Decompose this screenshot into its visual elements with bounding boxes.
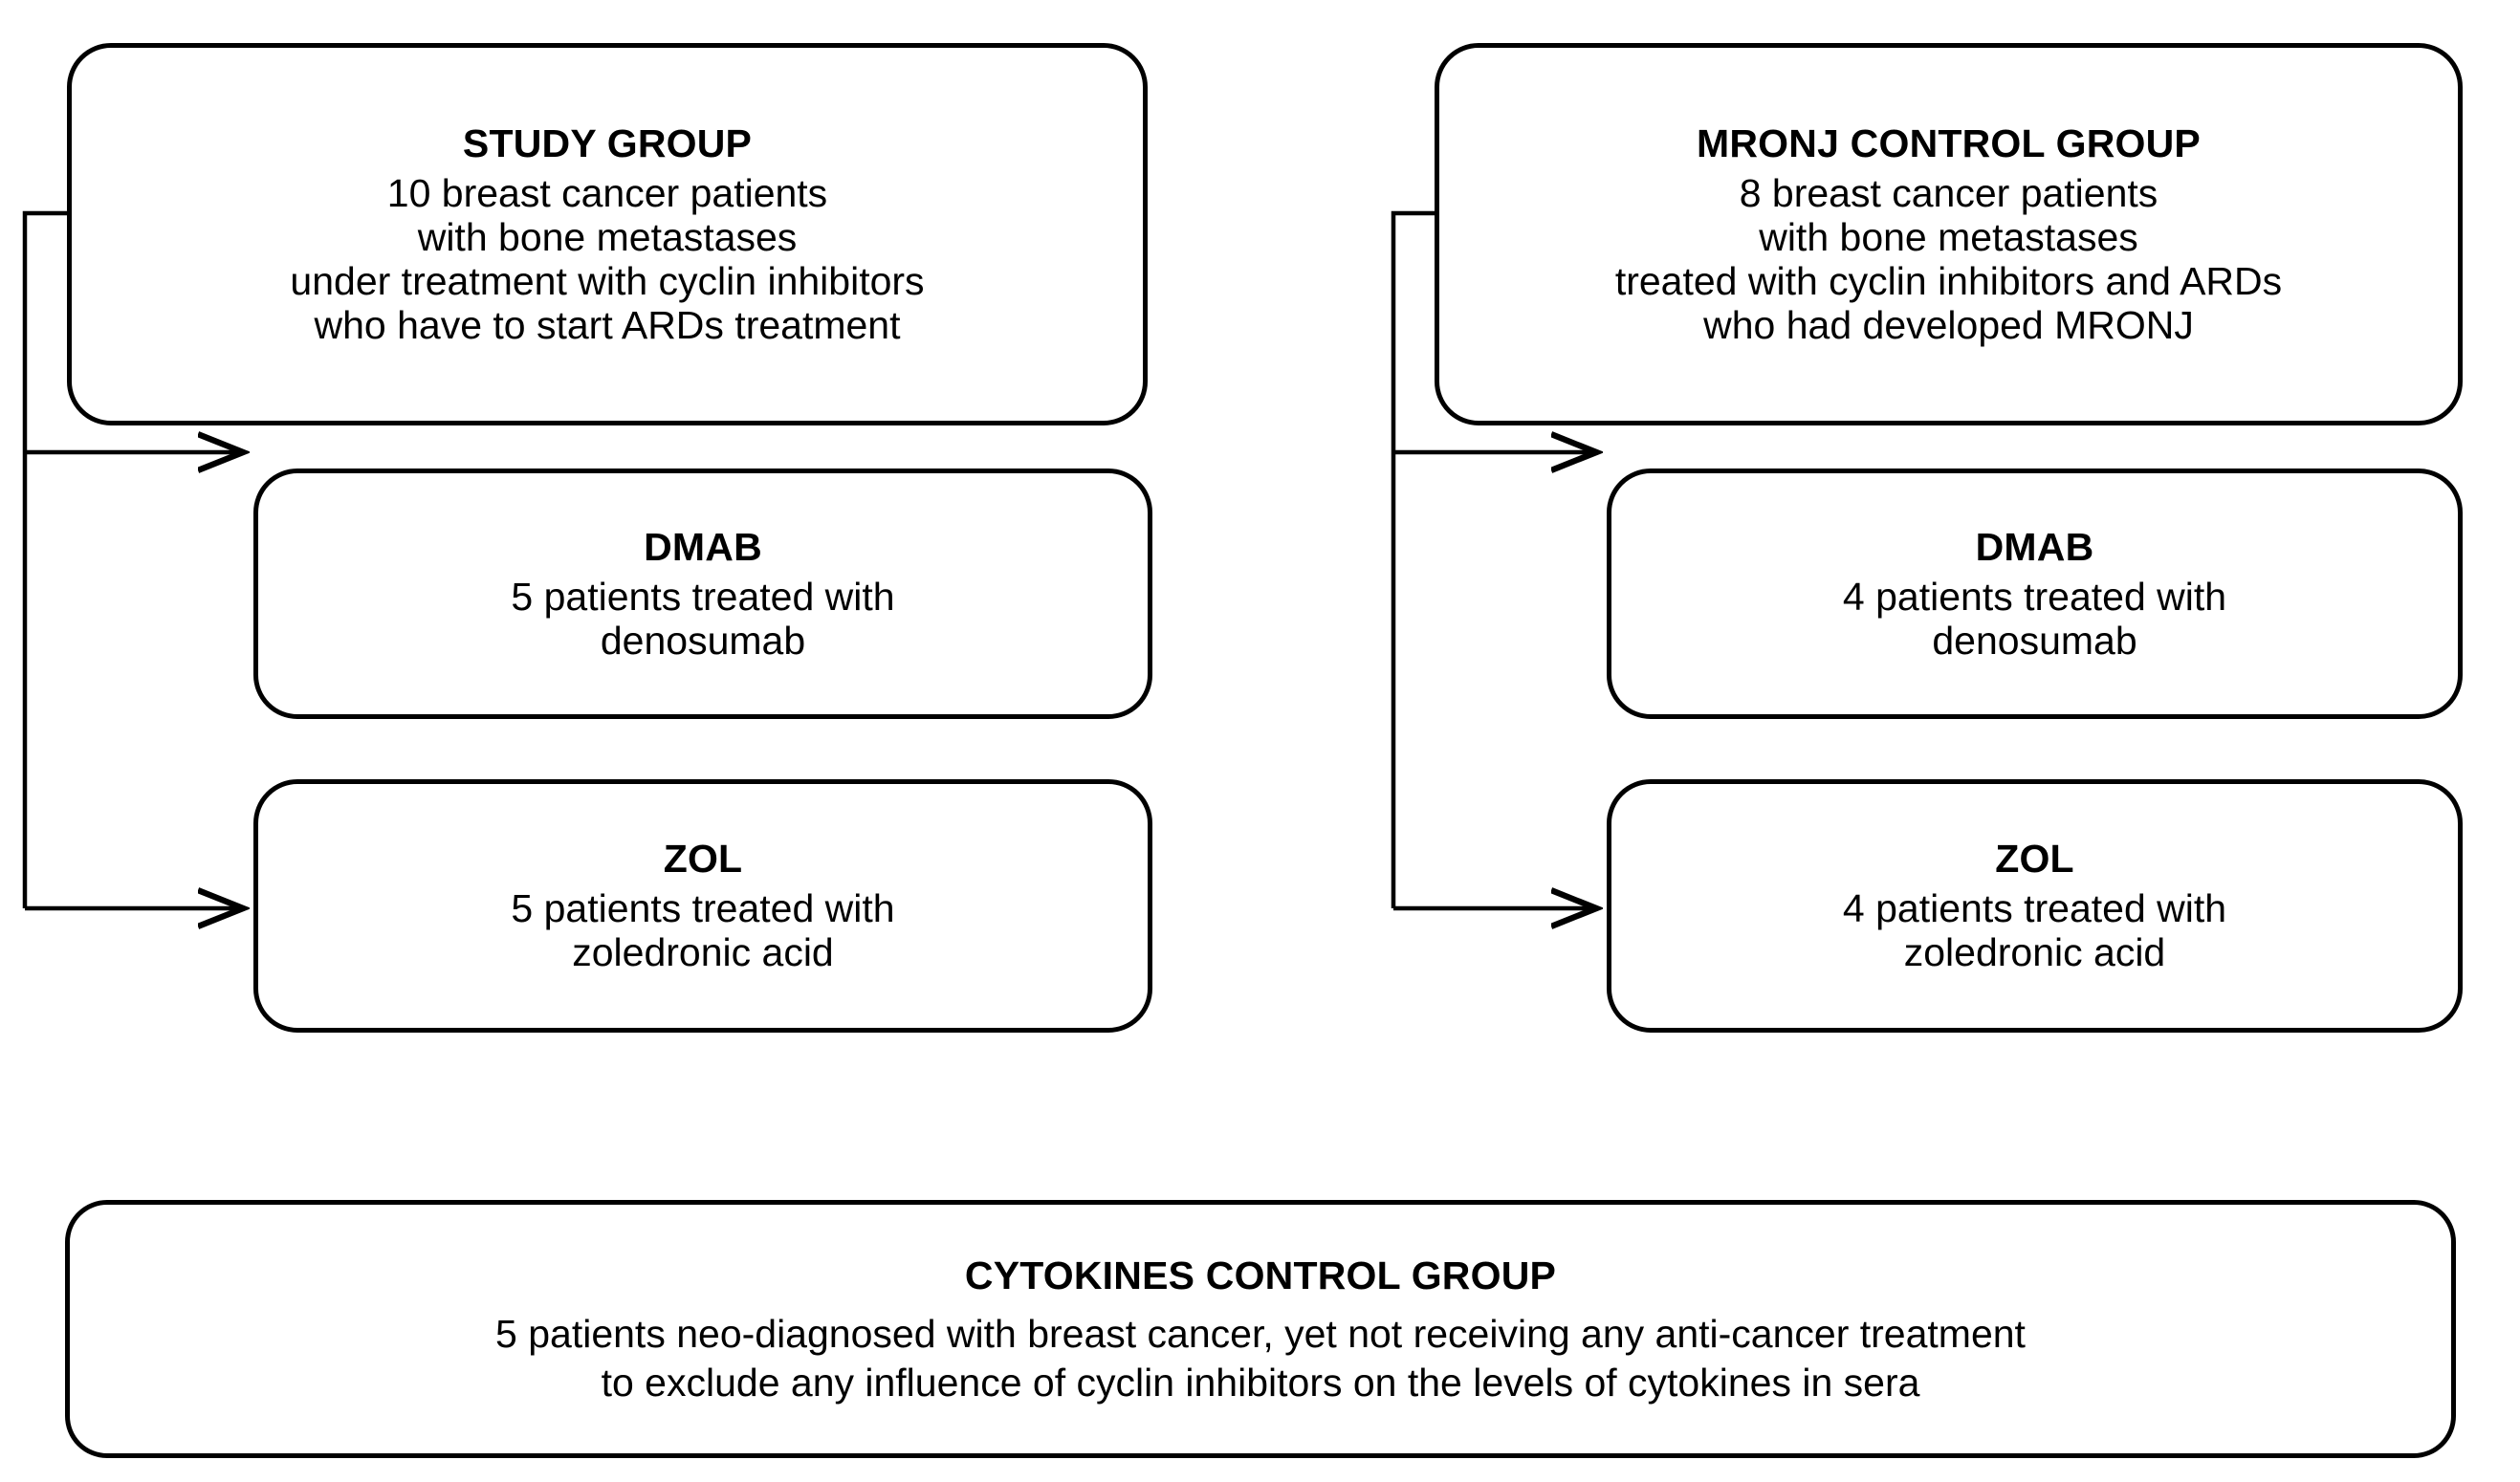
study-group-line-3: under treatment with cyclin inhibitors [290,258,925,303]
cytokines-control-group-line-1: 5 patients neo-diagnosed with breast can… [495,1311,2026,1356]
study-group-line-2: with bone metastases [417,214,798,259]
dmab-study-line-2: denosumab [600,618,806,663]
dmab-study-line-1: 5 patients treated with [511,574,895,619]
cytokines-control-group-line-2: to exclude any influence of cyclin inhib… [601,1360,1920,1405]
connector-mronj-trunk [1391,210,1436,908]
connector-study-trunk [22,210,69,908]
mronj-control-group-line-1: 8 breast cancer patients [1739,170,2158,215]
node-cytokines-control-group: CYTOKINES CONTROL GROUP 5 patients neo-d… [65,1200,2456,1458]
zol-mronj-line-1: 4 patients treated with [1842,886,2227,930]
study-group-title: STUDY GROUP [462,120,753,165]
node-dmab-mronj: DMAB 4 patients treated with denosumab [1607,469,2463,719]
mronj-control-group-line-2: with bone metastases [1759,214,2138,259]
cytokines-control-group-title: CYTOKINES CONTROL GROUP [964,1253,1557,1297]
zol-mronj-line-2: zoledronic acid [1903,930,2166,974]
node-dmab-study: DMAB 5 patients treated with denosumab [253,469,1152,719]
study-group-line-4: who have to start ARDs treatment [314,302,901,347]
node-zol-mronj: ZOL 4 patients treated with zoledronic a… [1607,779,2463,1033]
mronj-control-group-title: MRONJ CONTROL GROUP [1697,120,2201,165]
node-study-group: STUDY GROUP 10 breast cancer patients wi… [67,43,1148,425]
zol-study-title: ZOL [663,837,743,881]
mronj-control-group-line-4: who had developed MRONJ [1703,302,2194,347]
dmab-mronj-line-1: 4 patients treated with [1842,574,2227,619]
dmab-mronj-title: DMAB [1975,524,2094,569]
dmab-study-title: DMAB [644,524,762,569]
node-mronj-control-group: MRONJ CONTROL GROUP 8 breast cancer pati… [1435,43,2463,425]
zol-mronj-title: ZOL [1995,837,2074,881]
mronj-control-group-line-3: treated with cyclin inhibitors and ARDs [1614,258,2283,303]
dmab-mronj-line-2: denosumab [1932,618,2137,663]
study-group-line-1: 10 breast cancer patients [386,170,828,215]
node-zol-study: ZOL 5 patients treated with zoledronic a… [253,779,1152,1033]
zol-study-line-2: zoledronic acid [572,930,834,974]
zol-study-line-1: 5 patients treated with [511,886,895,930]
